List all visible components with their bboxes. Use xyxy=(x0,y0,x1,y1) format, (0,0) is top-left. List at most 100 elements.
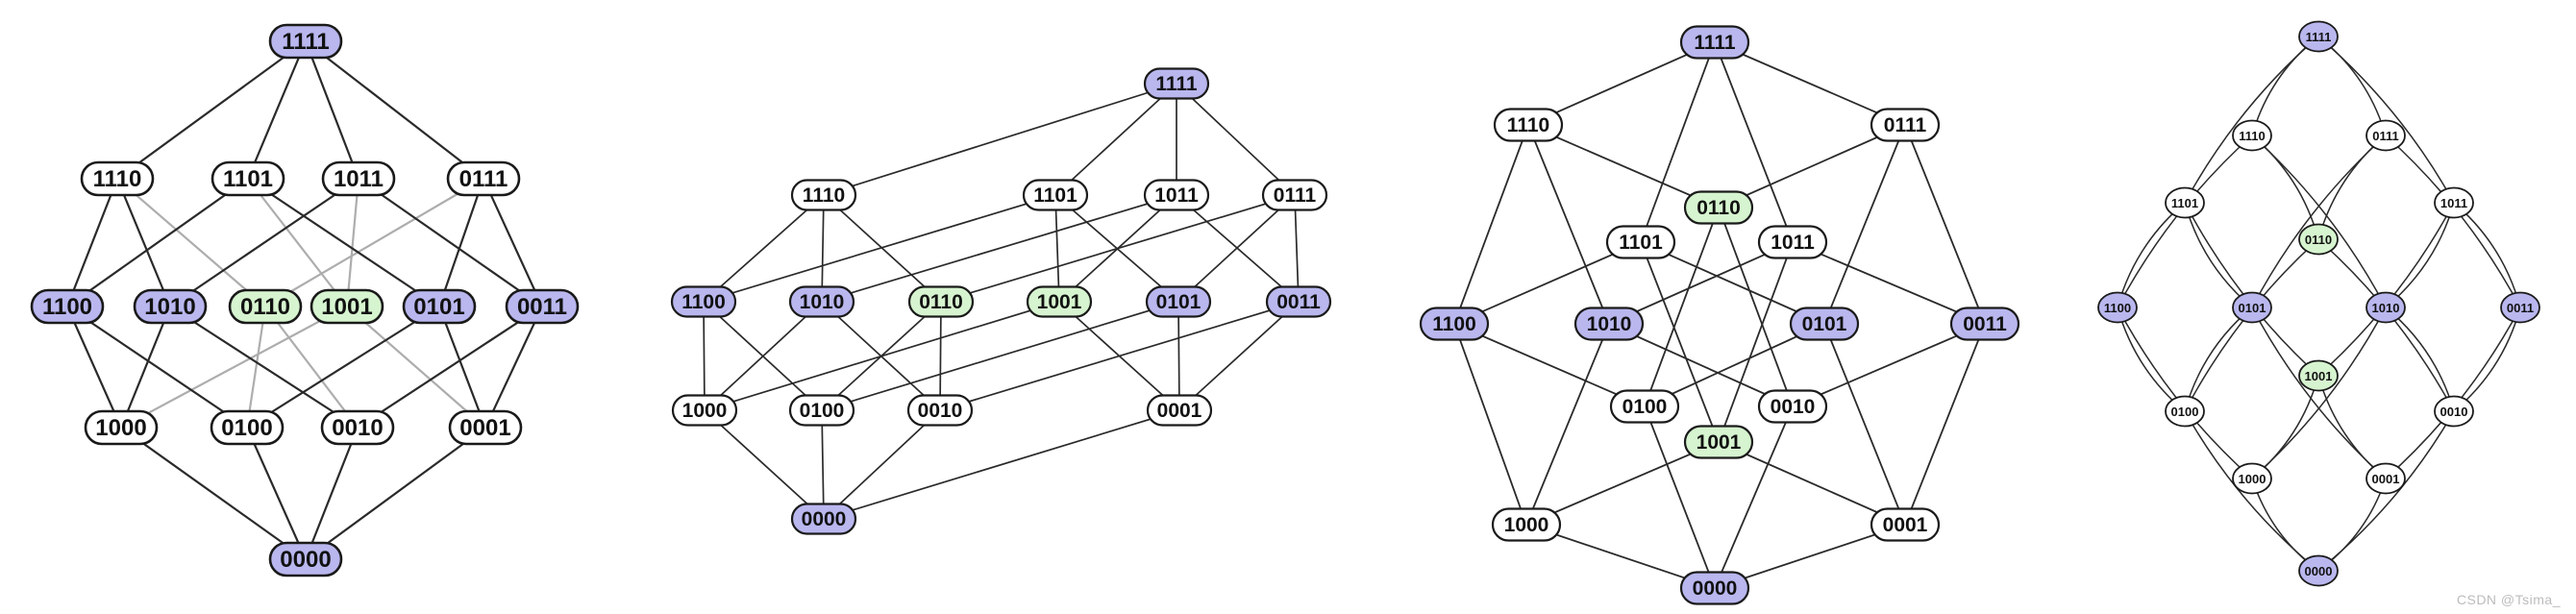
edge-0010-1010 xyxy=(1608,323,1794,407)
node-label-0001: 0001 xyxy=(2372,472,2400,486)
node-shape-0010 xyxy=(320,409,395,446)
edge-1011-1111 xyxy=(304,40,360,180)
node-label-1001: 1001 xyxy=(1037,291,1082,313)
node-0101: 0101 xyxy=(1145,285,1212,318)
edge-0100-1100 xyxy=(66,306,248,429)
node-1100: 1100 xyxy=(670,285,737,318)
edge-0000-0001 xyxy=(823,409,1180,520)
node-label-0100: 0100 xyxy=(800,400,845,422)
node-shape-0110 xyxy=(907,285,975,318)
node-shape-1001 xyxy=(2298,359,2339,392)
node-1001: 1001 xyxy=(1026,285,1093,318)
edge-0111-1111 xyxy=(1714,41,1906,126)
node-label-0100: 0100 xyxy=(2171,405,2199,419)
node-label-1101: 1101 xyxy=(2171,196,2198,210)
edge-0000-1000 xyxy=(1525,524,1716,589)
node-label-0001: 0001 xyxy=(459,415,510,441)
edge-1101-1111 xyxy=(2184,36,2319,204)
edge-0110-0111 xyxy=(264,178,484,307)
edge-0001-1001 xyxy=(346,306,486,429)
node-label-1010: 1010 xyxy=(800,291,845,313)
node-label-1000: 1000 xyxy=(1504,514,1549,536)
node-shape-0010 xyxy=(1757,389,1828,424)
node-label-0000: 0000 xyxy=(280,547,331,573)
node-shape-1110 xyxy=(2232,119,2272,152)
node-shape-1111 xyxy=(268,23,343,60)
node-label-0000: 0000 xyxy=(802,508,847,530)
edge-1011-1111 xyxy=(2317,36,2455,204)
edge-0101-1101 xyxy=(1054,194,1179,303)
edge-0010-0011 xyxy=(1792,323,1986,407)
node-label-0110: 0110 xyxy=(919,291,963,313)
node-label-0111: 0111 xyxy=(2372,129,2399,143)
node-shape-0001 xyxy=(2365,462,2406,495)
node-label-0111: 0111 xyxy=(1884,114,1927,136)
node-0010: 0010 xyxy=(906,394,974,427)
edge-1000-1001 xyxy=(1525,441,1720,526)
edge-0111-1111 xyxy=(305,40,484,180)
node-0111: 0111 xyxy=(446,160,521,197)
edge-0101-1101 xyxy=(1640,241,1825,325)
node-label-0010: 0010 xyxy=(1771,396,1816,418)
edge-0100-0110 xyxy=(245,306,267,429)
node-label-1101: 1101 xyxy=(1619,232,1663,254)
node-shape-0001 xyxy=(1146,394,1213,427)
node-label-0101: 0101 xyxy=(1802,313,1847,335)
node-label-1010: 1010 xyxy=(2372,301,2400,315)
edge-0001-0101 xyxy=(437,306,487,429)
node-0111: 0111 xyxy=(2365,119,2406,152)
edge-1000-1010 xyxy=(1525,323,1610,526)
node-0110: 0110 xyxy=(228,288,303,325)
edge-0000-0001 xyxy=(305,427,486,560)
node-label-0100: 0100 xyxy=(221,415,272,441)
node-label-1100: 1100 xyxy=(42,294,92,320)
edge-1010-1011 xyxy=(821,194,1177,303)
edge-1101-1111 xyxy=(246,40,308,180)
node-shape-1101 xyxy=(2165,186,2205,219)
edge-1001-1011 xyxy=(345,178,360,307)
node-0101: 0101 xyxy=(402,288,477,325)
edge-0011-0111 xyxy=(2385,135,2521,308)
edge-1110-1111 xyxy=(116,40,307,180)
node-1011: 1011 xyxy=(321,160,396,197)
node-shape-0000 xyxy=(2298,554,2339,587)
edge-0001-0011 xyxy=(1904,323,1986,526)
edge-0001-1001 xyxy=(1058,301,1180,411)
node-label-0100: 0100 xyxy=(1622,396,1668,418)
node-0110: 0110 xyxy=(907,285,975,318)
node-shape-1011 xyxy=(1757,225,1828,259)
node-1000: 1000 xyxy=(671,394,738,427)
node-label-1001: 1001 xyxy=(2305,369,2333,383)
node-label-0000: 0000 xyxy=(2305,564,2333,578)
node-shape-0001 xyxy=(448,409,523,446)
node-0011: 0011 xyxy=(505,288,580,325)
edge-0100-0110 xyxy=(2184,238,2319,412)
node-0011: 0011 xyxy=(1949,307,2020,341)
node-shape-1000 xyxy=(84,409,159,446)
node-label-0110: 0110 xyxy=(2305,233,2332,247)
edge-0000-1000 xyxy=(120,427,307,560)
edge-1001-1101 xyxy=(247,178,348,307)
node-0101: 0101 xyxy=(2232,291,2272,324)
node-shape-1111 xyxy=(2298,20,2339,53)
node-0000: 0000 xyxy=(268,541,343,577)
node-shape-1010 xyxy=(1573,307,1645,341)
edge-1001-1011 xyxy=(2317,202,2455,377)
node-1110: 1110 xyxy=(1493,108,1564,142)
node-shape-1011 xyxy=(2434,186,2474,219)
node-label-1011: 1011 xyxy=(1771,232,1815,254)
edge-0101-0111 xyxy=(2251,135,2387,308)
node-label-1111: 1111 xyxy=(2306,30,2332,44)
edge-1010-1011 xyxy=(169,178,359,307)
edge-1100-1110 xyxy=(1453,124,1529,325)
node-shape-1111 xyxy=(1679,25,1750,60)
node-label-1110: 1110 xyxy=(803,184,845,207)
node-label-0000: 0000 xyxy=(1693,577,1738,600)
node-shape-1010 xyxy=(133,288,208,325)
node-0111: 0111 xyxy=(1870,108,1941,142)
node-shape-0011 xyxy=(2500,291,2540,324)
node-shape-0100 xyxy=(1609,389,1680,424)
watermark: CSDN @Tsima_ xyxy=(2456,592,2561,607)
node-label-0011: 0011 xyxy=(1276,291,1321,313)
node-label-1000: 1000 xyxy=(95,415,146,441)
